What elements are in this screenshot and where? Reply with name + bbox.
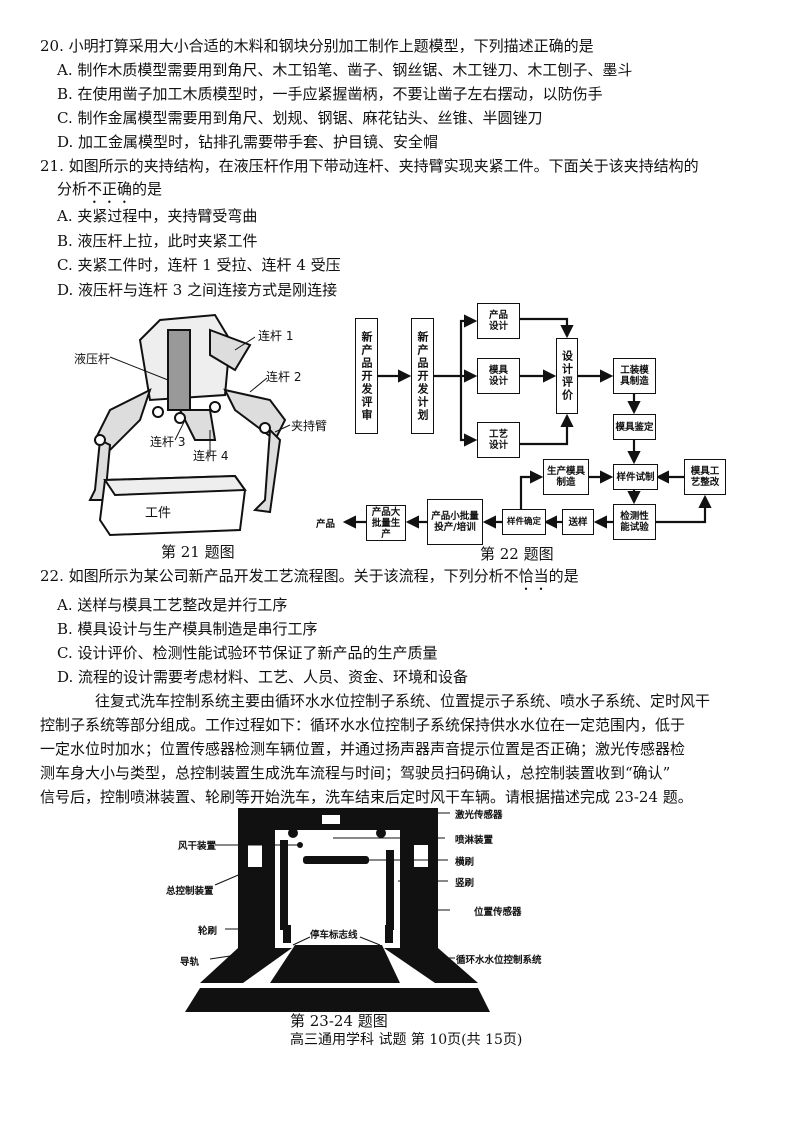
q22-emphasis: 恰当 xyxy=(518,567,549,585)
passage-line: 控制子系统等部分组成。工作过程如下：循环水水位控制子系统保持供水水位在一定范围内… xyxy=(40,716,686,734)
node-rectify: 模具工艺整改 xyxy=(684,459,726,495)
label-clamp-arm: 夹持臂 xyxy=(291,419,328,433)
node-sample-confirm: 样件确定 xyxy=(502,509,546,535)
q22-stem-text-end: 的是 xyxy=(548,567,579,585)
label-spray: 喷淋装置 xyxy=(455,835,494,846)
q22-stem-text: 22. 如图所示为某公司新产品开发工艺流程图。关于该流程，下列分析不 xyxy=(40,567,519,585)
label-hydraulic-rod: 液压杆 xyxy=(74,352,111,366)
node-mass-prod: 产品大批量生产 xyxy=(366,505,406,541)
passage-line: 测车身大小与类型，总控制装置生成洗车流程与时间；驾驶员扫码确认，总控制装置收到“… xyxy=(40,764,671,782)
q22-option-a: A. 送样与模具工艺整改是并行工序 xyxy=(57,596,288,614)
q21-emphasis: 不正确 xyxy=(87,180,133,198)
node-mold-design: 模具设计 xyxy=(477,358,520,394)
label-rod1: 连杆 1 xyxy=(258,329,294,343)
q21-stem-text: 分析 xyxy=(57,180,88,198)
q22-stem: 22. 如图所示为某公司新产品开发工艺流程图。关于该流程，下列分析不恰当的是 xyxy=(40,567,579,594)
node-product: 产品 xyxy=(316,519,336,530)
q21-option-c: C. 夹紧工件时，连杆 1 受拉、连杆 4 受压 xyxy=(57,256,341,274)
label-position-sensor: 位置传感器 xyxy=(474,907,522,918)
label-v-brush: 竖刷 xyxy=(455,878,475,889)
label-wheel-brush: 轮刷 xyxy=(198,926,218,937)
node-plan: 新产品开发计划 xyxy=(411,318,434,434)
label-stop-line: 停车标志线 xyxy=(310,930,358,941)
node-design-eval: 设计评价 xyxy=(556,338,578,414)
label-workpiece: 工件 xyxy=(145,506,172,521)
label-dryer: 风干装置 xyxy=(178,841,217,852)
label-laser-sensor: 激光传感器 xyxy=(455,810,503,821)
page-footer: 高三通用学科 试题 第 10页(共 15页) xyxy=(290,1032,523,1048)
passage-line: 信号后，控制喷淋装置、轮刷等开始洗车，洗车结束后定时风干车辆。请根据描述完成 2… xyxy=(40,788,693,806)
node-tooling: 工装模具制造 xyxy=(613,358,656,394)
label-rod2: 连杆 2 xyxy=(266,370,302,384)
q20-option-a: A. 制作木质模型需要用到角尺、木工铅笔、凿子、钢丝锯、木工锉刀、木工刨子、墨斗 xyxy=(57,61,633,79)
figure-22-caption: 第 22 题图 xyxy=(480,545,554,563)
node-product-design: 产品设计 xyxy=(477,303,520,339)
node-testing: 检测性能试验 xyxy=(613,504,656,540)
passage-line: 一定水位时加水；位置传感器检测车辆位置，并通过扬声器声音提示位置是否正确；激光传… xyxy=(40,740,686,758)
label-controller: 总控制装置 xyxy=(166,886,214,897)
node-small-batch: 产品小批量投产/培训 xyxy=(427,499,483,545)
node-review: 新产品开发评审 xyxy=(355,318,378,434)
q21-option-a: A. 夹紧过程中，夹持臂受弯曲 xyxy=(57,207,258,225)
q21-stem: 21. 如图所示的夹持结构，在液压杆作用下带动连杆、夹持臂实现夹紧工件。下面关于… xyxy=(40,157,699,175)
q22-option-c: C. 设计评价、检测性能试验环节保证了新产品的生产质量 xyxy=(57,644,438,662)
label-rail: 导轨 xyxy=(180,957,200,968)
node-prod-mold: 生产模具制造 xyxy=(543,459,589,495)
q22-option-b: B. 模具设计与生产模具制造是串行工序 xyxy=(57,620,318,638)
label-rod3: 连杆 3 xyxy=(150,435,186,449)
figure-21-caption: 第 21 题图 xyxy=(161,543,235,561)
node-sample-trial: 样件试制 xyxy=(613,464,658,490)
node-send-sample: 送样 xyxy=(562,509,594,535)
node-process-design: 工艺设计 xyxy=(477,422,520,458)
q21-stem-cont: 分析不正确的是 xyxy=(57,180,162,207)
q20-option-b: B. 在使用凿子加工木质模型时，一手应紧握凿柄，不要让凿子左右摆动，以防伤手 xyxy=(57,85,603,103)
node-mold-appraisal: 模具鉴定 xyxy=(613,414,656,440)
label-rod4: 连杆 4 xyxy=(193,449,229,463)
passage-line: 往复式洗车控制系统主要由循环水水位控制子系统、位置提示子系统、喷水子系统、定时风… xyxy=(95,692,711,710)
q21-stem-text-end: 的是 xyxy=(132,180,163,198)
q22-option-d: D. 流程的设计需要考虑材料、工艺、人员、资金、环境和设备 xyxy=(57,668,469,686)
q20-option-d: D. 加工金属模型时，钻排孔需要带手套、护目镜、安全帽 xyxy=(57,133,439,151)
q21-option-b: B. 液压杆上拉，此时夹紧工件 xyxy=(57,232,258,250)
label-water-system: 循环水水位控制系统 xyxy=(456,955,542,966)
q20-option-c: C. 制作金属模型需要用到角尺、划规、钢锯、麻花钻头、丝锥、半圆锉刀 xyxy=(57,109,543,127)
q21-option-d: D. 液压杆与连杆 3 之间连接方式是刚连接 xyxy=(57,281,338,299)
label-h-brush: 横刷 xyxy=(455,857,475,868)
q20-stem: 20. 小明打算采用大小合适的木料和钢块分别加工制作上题模型，下列描述正确的是 xyxy=(40,37,594,55)
figure-23-24-caption: 第 23-24 题图 xyxy=(290,1012,388,1030)
